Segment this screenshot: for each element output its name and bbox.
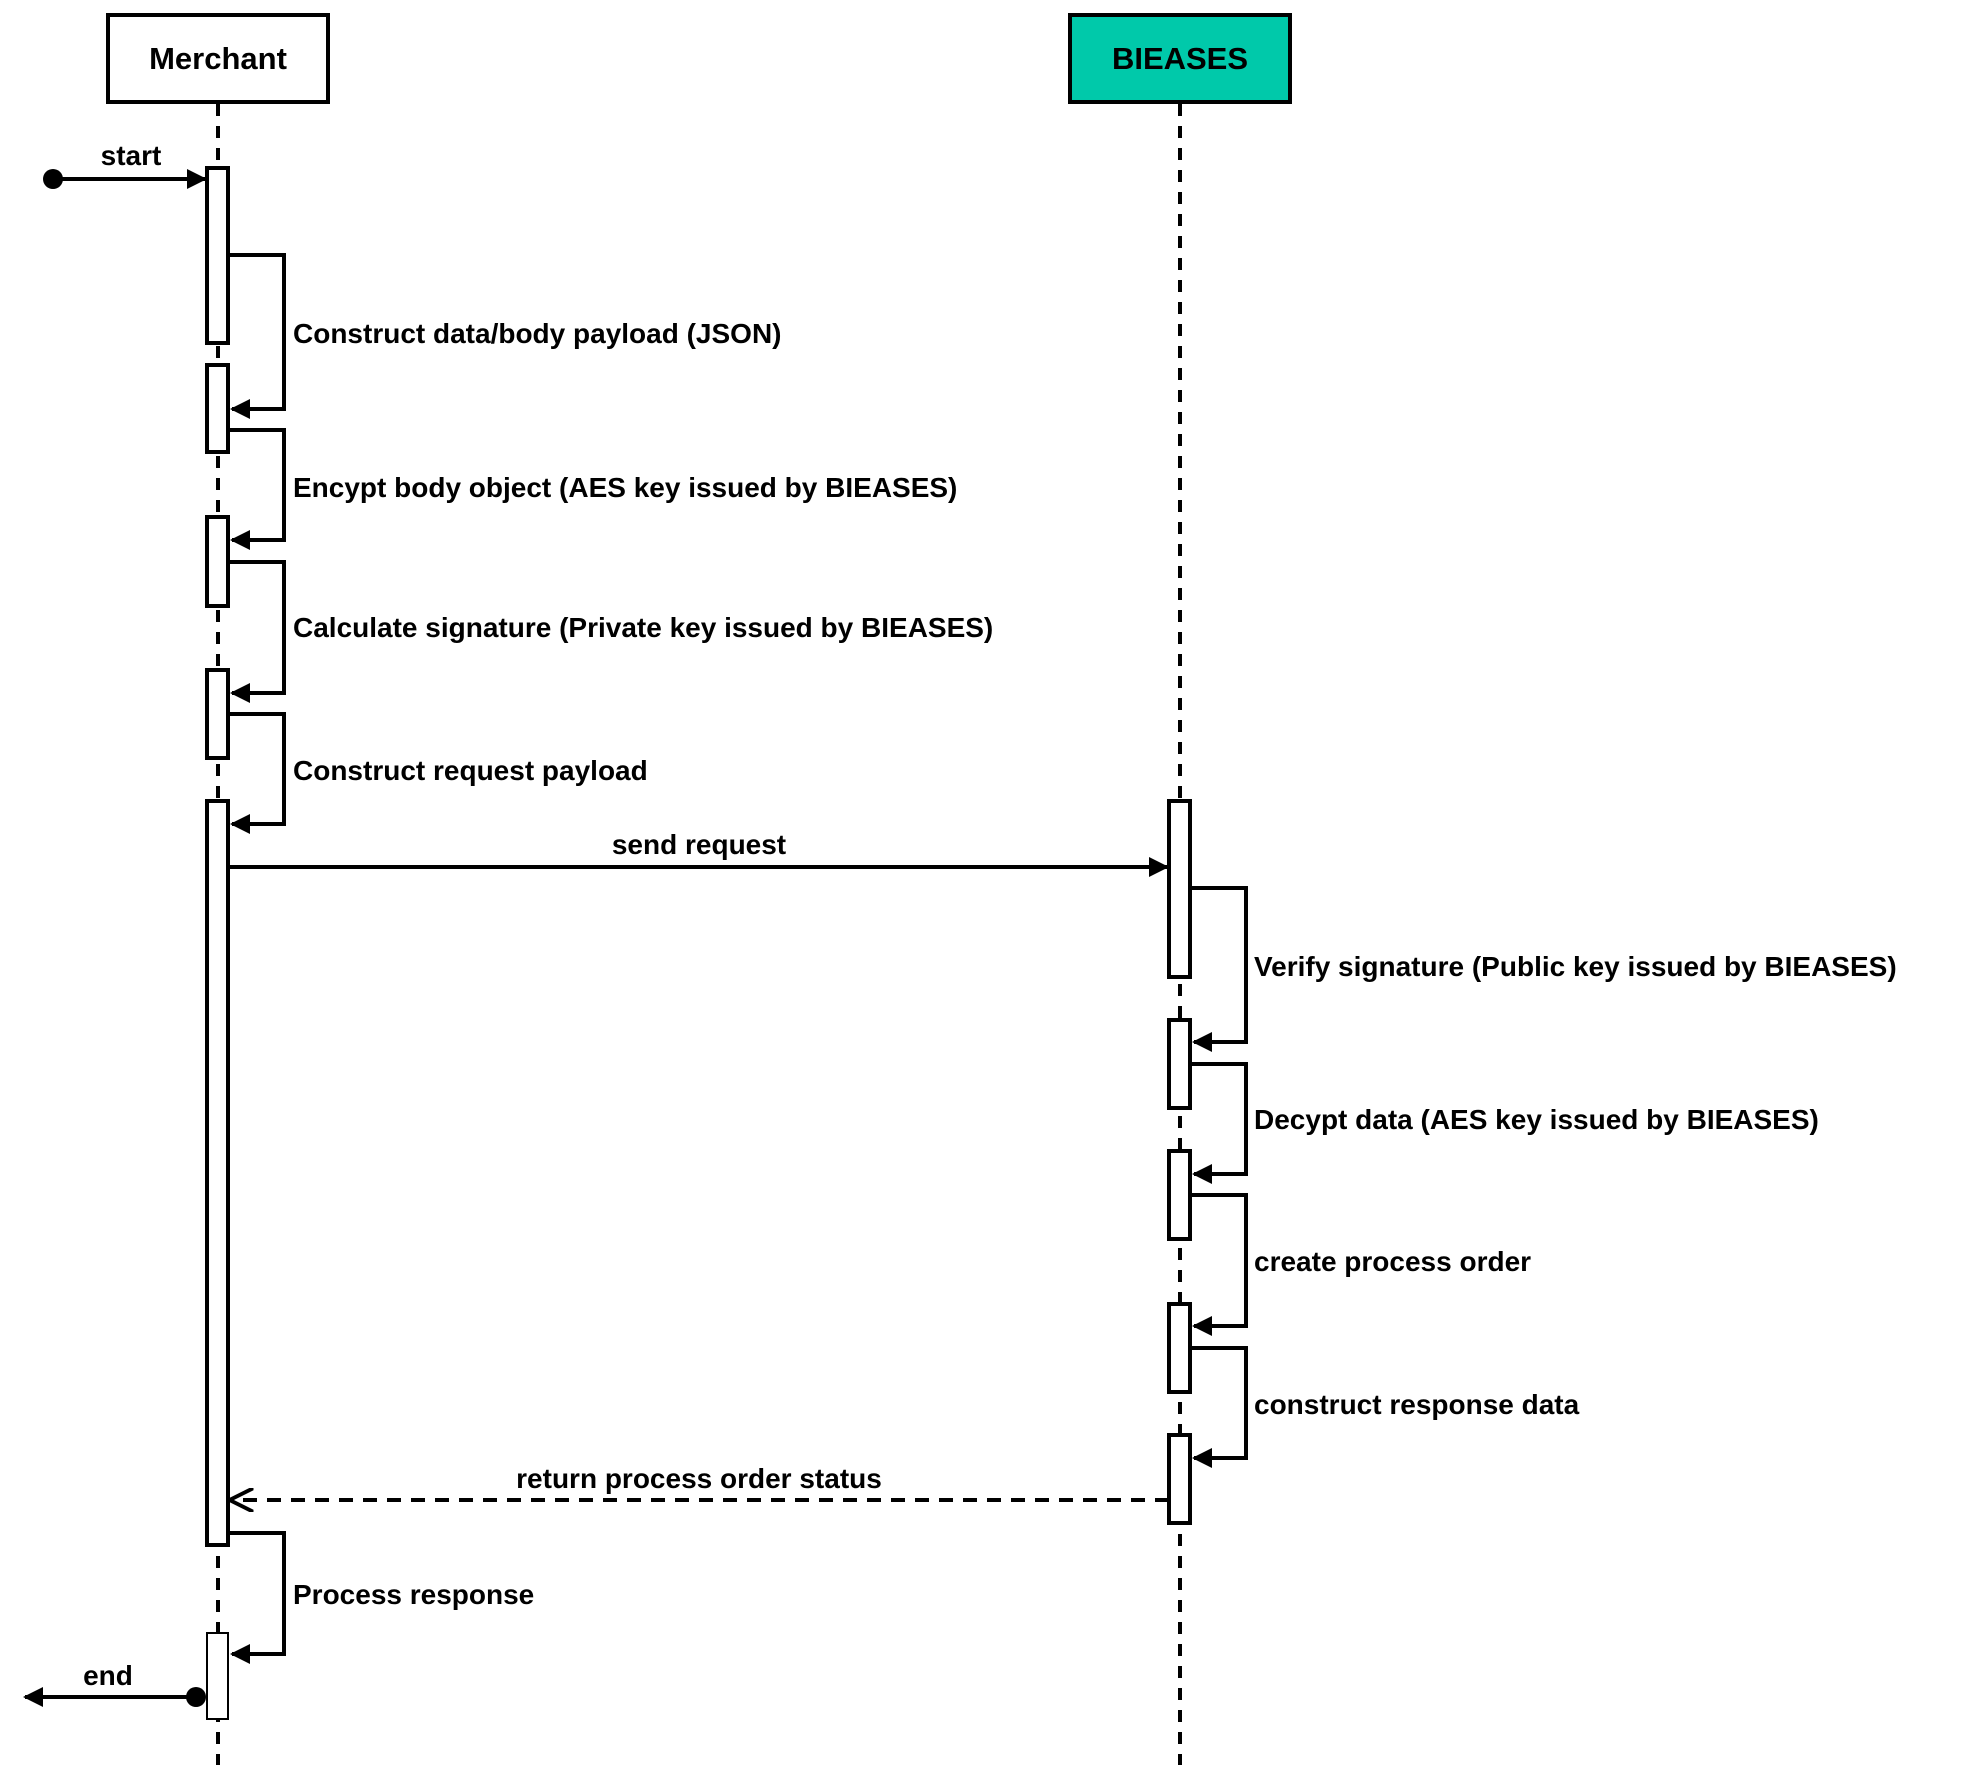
merchant-activation: [205, 668, 230, 760]
merchant-box: [106, 13, 330, 104]
self-message-arrow: [228, 428, 286, 550]
self-message-arrow: [1190, 1193, 1248, 1336]
bieases-activation: [1167, 1433, 1192, 1525]
bieases-activation: [1167, 1302, 1192, 1394]
bieases-box: [1068, 13, 1292, 104]
merchant-step-label: Encypt body object (AES key issued by BI…: [293, 472, 957, 503]
bieases-step-label: create process order: [1254, 1246, 1531, 1277]
self-message-arrow: [1190, 1346, 1248, 1468]
end-dot-icon: [186, 1687, 206, 1707]
bieases-step-label: construct response data: [1254, 1389, 1580, 1420]
merchant-activation: [205, 363, 230, 454]
self-message-arrow: [1190, 1062, 1248, 1184]
self-message-arrow: [228, 712, 286, 834]
bieases-activation: [1167, 799, 1192, 979]
merchant-activation-final: [206, 1632, 229, 1720]
bieases-activation: [1167, 1018, 1192, 1110]
bieases-step-label: Decypt data (AES key issued by BIEASES): [1254, 1104, 1819, 1135]
start-label: start: [101, 140, 162, 171]
merchant-activation-main: [205, 799, 230, 1547]
bieases-step-label: Verify signature (Public key issued by B…: [1254, 951, 1897, 982]
participant-merchant[interactable]: Merchant: [106, 13, 330, 104]
merchant-label: Merchant: [149, 41, 287, 76]
participant-bieases[interactable]: BIEASES: [1068, 13, 1292, 104]
bieases-label: BIEASES: [1112, 41, 1248, 76]
return-label: return process order status: [516, 1463, 882, 1494]
merchant-step-label: Calculate signature (Private key issued …: [293, 612, 993, 643]
self-message-arrow: [228, 253, 286, 419]
self-message-arrow: [228, 560, 286, 703]
merchant-step-label: Construct request payload: [293, 755, 648, 786]
merchant-activation: [205, 166, 230, 345]
send-request-label: send request: [612, 829, 786, 860]
end-label: end: [83, 1660, 133, 1691]
final-step-label: Process response: [293, 1579, 534, 1610]
merchant-activation: [205, 515, 230, 608]
merchant-step-label: Construct data/body payload (JSON): [293, 318, 782, 349]
bieases-activation: [1167, 1149, 1192, 1241]
self-message-arrow: [1190, 886, 1248, 1052]
self-message-arrow: [228, 1531, 286, 1664]
